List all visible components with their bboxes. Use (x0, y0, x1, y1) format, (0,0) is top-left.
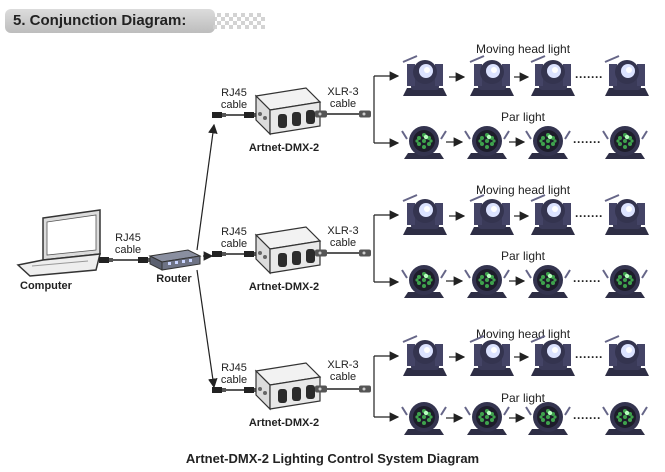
arrow-router-to-dmx-3 (196, 269, 218, 389)
continuation-dots: ······· (573, 274, 601, 288)
moving-head-light-icon (469, 55, 515, 97)
xlr-label-line2: cable (330, 98, 356, 110)
artnet-dmx-device-icon (255, 226, 321, 274)
par-label: Par light (501, 110, 546, 124)
moving-head-light-icon (530, 194, 576, 236)
arrow-router-to-dmx-1 (196, 123, 218, 251)
par-light-icon (401, 401, 447, 436)
artnet-dmx-device-icon (255, 87, 321, 135)
rj45-label-line1: RJ45 (221, 226, 247, 238)
branch-group-1: RJ45 cable Artnet-DMX-2 XLR-3 cable Movi… (212, 42, 650, 160)
xlr-label-line1: XLR-3 (327, 86, 358, 98)
moving-head-light-icon (469, 194, 515, 236)
par-light-icon (602, 401, 648, 436)
xlr-connector-icon (359, 385, 371, 393)
rj45-label-line1: RJ45 (115, 232, 141, 244)
rj45-label-line1: RJ45 (221, 87, 247, 99)
xlr-connector-icon (359, 249, 371, 257)
moving-head-light-icon (604, 194, 650, 236)
par-light-icon (401, 264, 447, 299)
rj45-connector-icon (212, 112, 226, 118)
par-light-icon (464, 125, 510, 160)
xlr-connector-icon (359, 110, 371, 118)
rj45-label-line1: RJ45 (221, 362, 247, 374)
par-label: Par light (501, 249, 546, 263)
continuation-dots: ······· (575, 70, 603, 84)
moving-head-light-icon (402, 335, 448, 377)
device-label: Artnet-DMX-2 (249, 142, 319, 154)
rj45-label-line2: cable (221, 374, 247, 386)
section-title: 5. Conjunction Diagram: (13, 12, 187, 29)
moving-head-label: Moving head light (476, 42, 571, 56)
xlr-connector-icon (315, 249, 327, 257)
moving-head-light-icon (530, 55, 576, 97)
continuation-dots: ······· (573, 411, 601, 425)
diagram-caption: Artnet-DMX-2 Lighting Control System Dia… (185, 451, 480, 466)
computer-label: Computer (20, 280, 73, 292)
xlr-label-line2: cable (330, 237, 356, 249)
header-decoration (213, 13, 265, 29)
device-label: Artnet-DMX-2 (249, 417, 319, 429)
section-header-bar (5, 9, 215, 33)
par-light-icon (602, 125, 648, 160)
par-light-icon (602, 264, 648, 299)
par-light-icon (525, 264, 571, 299)
continuation-dots: ······· (573, 135, 601, 149)
router-label: Router (156, 273, 192, 285)
par-label: Par light (501, 391, 546, 405)
rj45-label-line2: cable (221, 238, 247, 250)
branch-group-2: RJ45 cable Artnet-DMX-2 XLR-3 cable Movi… (212, 183, 650, 299)
computer-icon (16, 209, 101, 277)
moving-head-light-icon (604, 55, 650, 97)
moving-head-light-icon (402, 55, 448, 97)
continuation-dots: ······· (575, 209, 603, 223)
xlr-label-line2: cable (330, 371, 356, 383)
moving-head-light-icon (402, 194, 448, 236)
rj45-connector-icon (212, 251, 226, 257)
rj45-connector-icon (212, 387, 226, 393)
xlr-label-line1: XLR-3 (327, 225, 358, 237)
device-label: Artnet-DMX-2 (249, 281, 319, 293)
par-light-icon (464, 401, 510, 436)
section-header: 5. Conjunction Diagram: (5, 9, 265, 33)
par-light-icon (525, 125, 571, 160)
rj45-connector-icon (99, 257, 113, 263)
moving-head-light-icon (604, 335, 650, 377)
moving-head-light-icon (530, 335, 576, 377)
xlr-label-line1: XLR-3 (327, 359, 358, 371)
moving-head-label: Moving head light (476, 183, 571, 197)
artnet-dmx-device-icon (255, 362, 321, 410)
xlr-connector-icon (315, 110, 327, 118)
moving-head-light-icon (469, 335, 515, 377)
par-light-icon (525, 401, 571, 436)
par-light-icon (464, 264, 510, 299)
par-light-icon (401, 125, 447, 160)
xlr-connector-icon (315, 385, 327, 393)
moving-head-label: Moving head light (476, 327, 571, 341)
continuation-dots: ······· (575, 350, 603, 364)
branch-group-3: RJ45 cable Artnet-DMX-2 XLR-3 cable Movi… (212, 327, 650, 436)
router-icon (148, 249, 202, 271)
rj45-label-line2: cable (115, 244, 141, 256)
rj45-label-line2: cable (221, 99, 247, 111)
